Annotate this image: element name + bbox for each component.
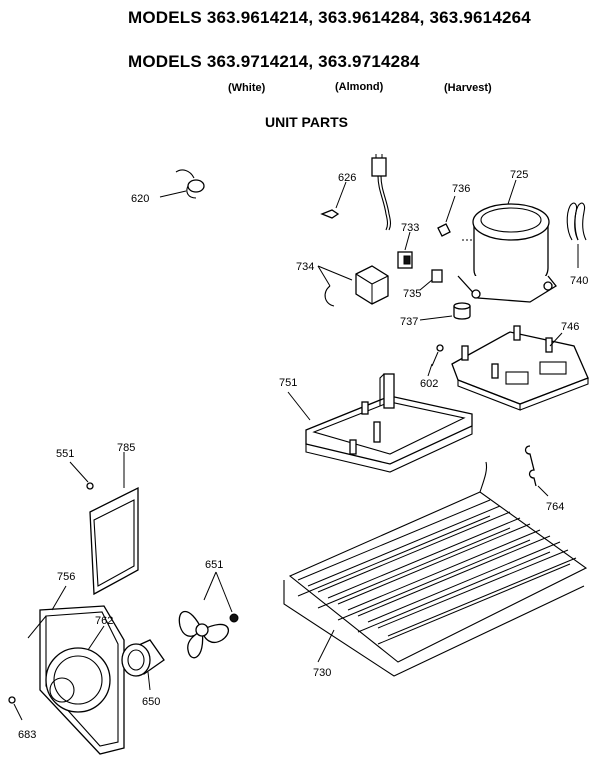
part-737-grommet <box>419 302 471 321</box>
part-651-fan-blade <box>178 571 239 659</box>
callout-602: 602 <box>420 378 438 390</box>
callout-756: 756 <box>57 571 75 583</box>
callout-725: 725 <box>510 169 528 181</box>
callout-683: 683 <box>18 729 36 741</box>
callout-751: 751 <box>279 377 297 389</box>
part-626-cord <box>320 154 392 231</box>
part-740-clips <box>566 202 587 268</box>
part-735-cap <box>419 269 443 291</box>
callout-651: 651 <box>205 559 223 571</box>
callout-620: 620 <box>131 193 149 205</box>
callout-735: 735 <box>403 288 421 300</box>
color-almond-label: (Almond) <box>335 81 384 93</box>
condenser-tubes <box>297 499 577 645</box>
callout-762: 762 <box>95 615 113 627</box>
part-683-screw <box>8 696 23 721</box>
part-551-screw <box>69 461 94 490</box>
callout-740: 740 <box>570 275 588 287</box>
models-line-1: MODELS 363.9614214, 363.9614284, 363.961… <box>128 8 531 27</box>
part-764-bracket <box>524 445 549 497</box>
callout-737: 737 <box>400 316 418 328</box>
callout-764: 764 <box>546 501 564 513</box>
part-620-sensor <box>159 169 205 199</box>
part-746-base-plate <box>451 325 589 411</box>
part-736-clip <box>437 195 456 237</box>
leader-762 <box>87 625 105 651</box>
callout-626: 626 <box>338 172 356 184</box>
part-725-compressor <box>457 179 557 303</box>
callout-730: 730 <box>313 667 331 679</box>
part-602-screw <box>427 344 444 377</box>
part-730-condenser <box>283 461 588 677</box>
callout-650: 650 <box>142 696 160 708</box>
callout-746: 746 <box>561 321 579 333</box>
part-756-shroud <box>27 585 125 755</box>
models-line-2: MODELS 363.9714214, 363.9714284 <box>128 52 420 71</box>
section-title: UNIT PARTS <box>265 114 348 130</box>
color-harvest-label: (Harvest) <box>444 82 492 94</box>
part-734-relay <box>317 265 389 307</box>
part-785-panel <box>89 452 139 596</box>
callout-733: 733 <box>401 222 419 234</box>
color-white-label: (White) <box>228 82 266 94</box>
callout-551: 551 <box>56 448 74 460</box>
callout-736: 736 <box>452 183 470 195</box>
callout-785: 785 <box>117 442 135 454</box>
part-650-fan-motor <box>121 639 165 691</box>
part-733-overload <box>397 231 413 269</box>
callout-734: 734 <box>296 261 314 273</box>
part-751-drain-pan <box>287 373 473 473</box>
